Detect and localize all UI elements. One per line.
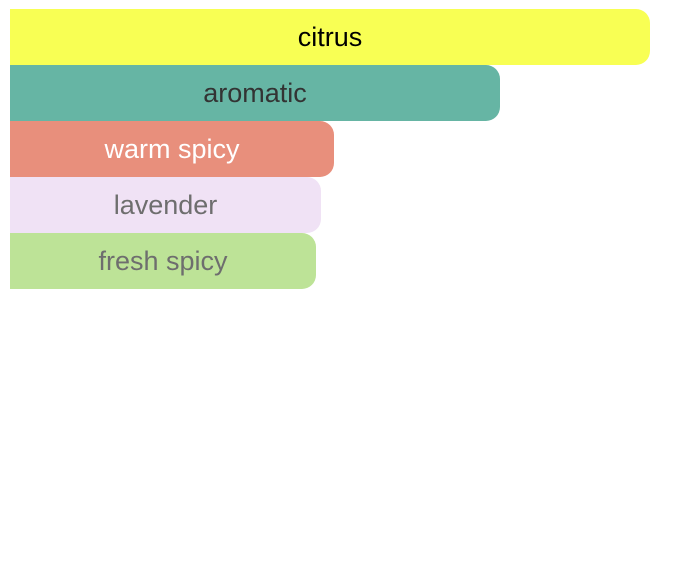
bar-aromatic: aromatic (10, 65, 500, 121)
bar-label: aromatic (203, 77, 307, 108)
bar-lavender: lavender (10, 177, 321, 233)
bar-warm-spicy: warm spicy (10, 121, 334, 177)
bar-fresh-spicy: fresh spicy (10, 233, 316, 289)
bar-label: fresh spicy (98, 245, 228, 276)
bar-citrus: citrus (10, 9, 650, 65)
bar-label: lavender (113, 189, 218, 220)
bar-label: warm spicy (104, 133, 240, 164)
bar-label: citrus (297, 21, 363, 52)
